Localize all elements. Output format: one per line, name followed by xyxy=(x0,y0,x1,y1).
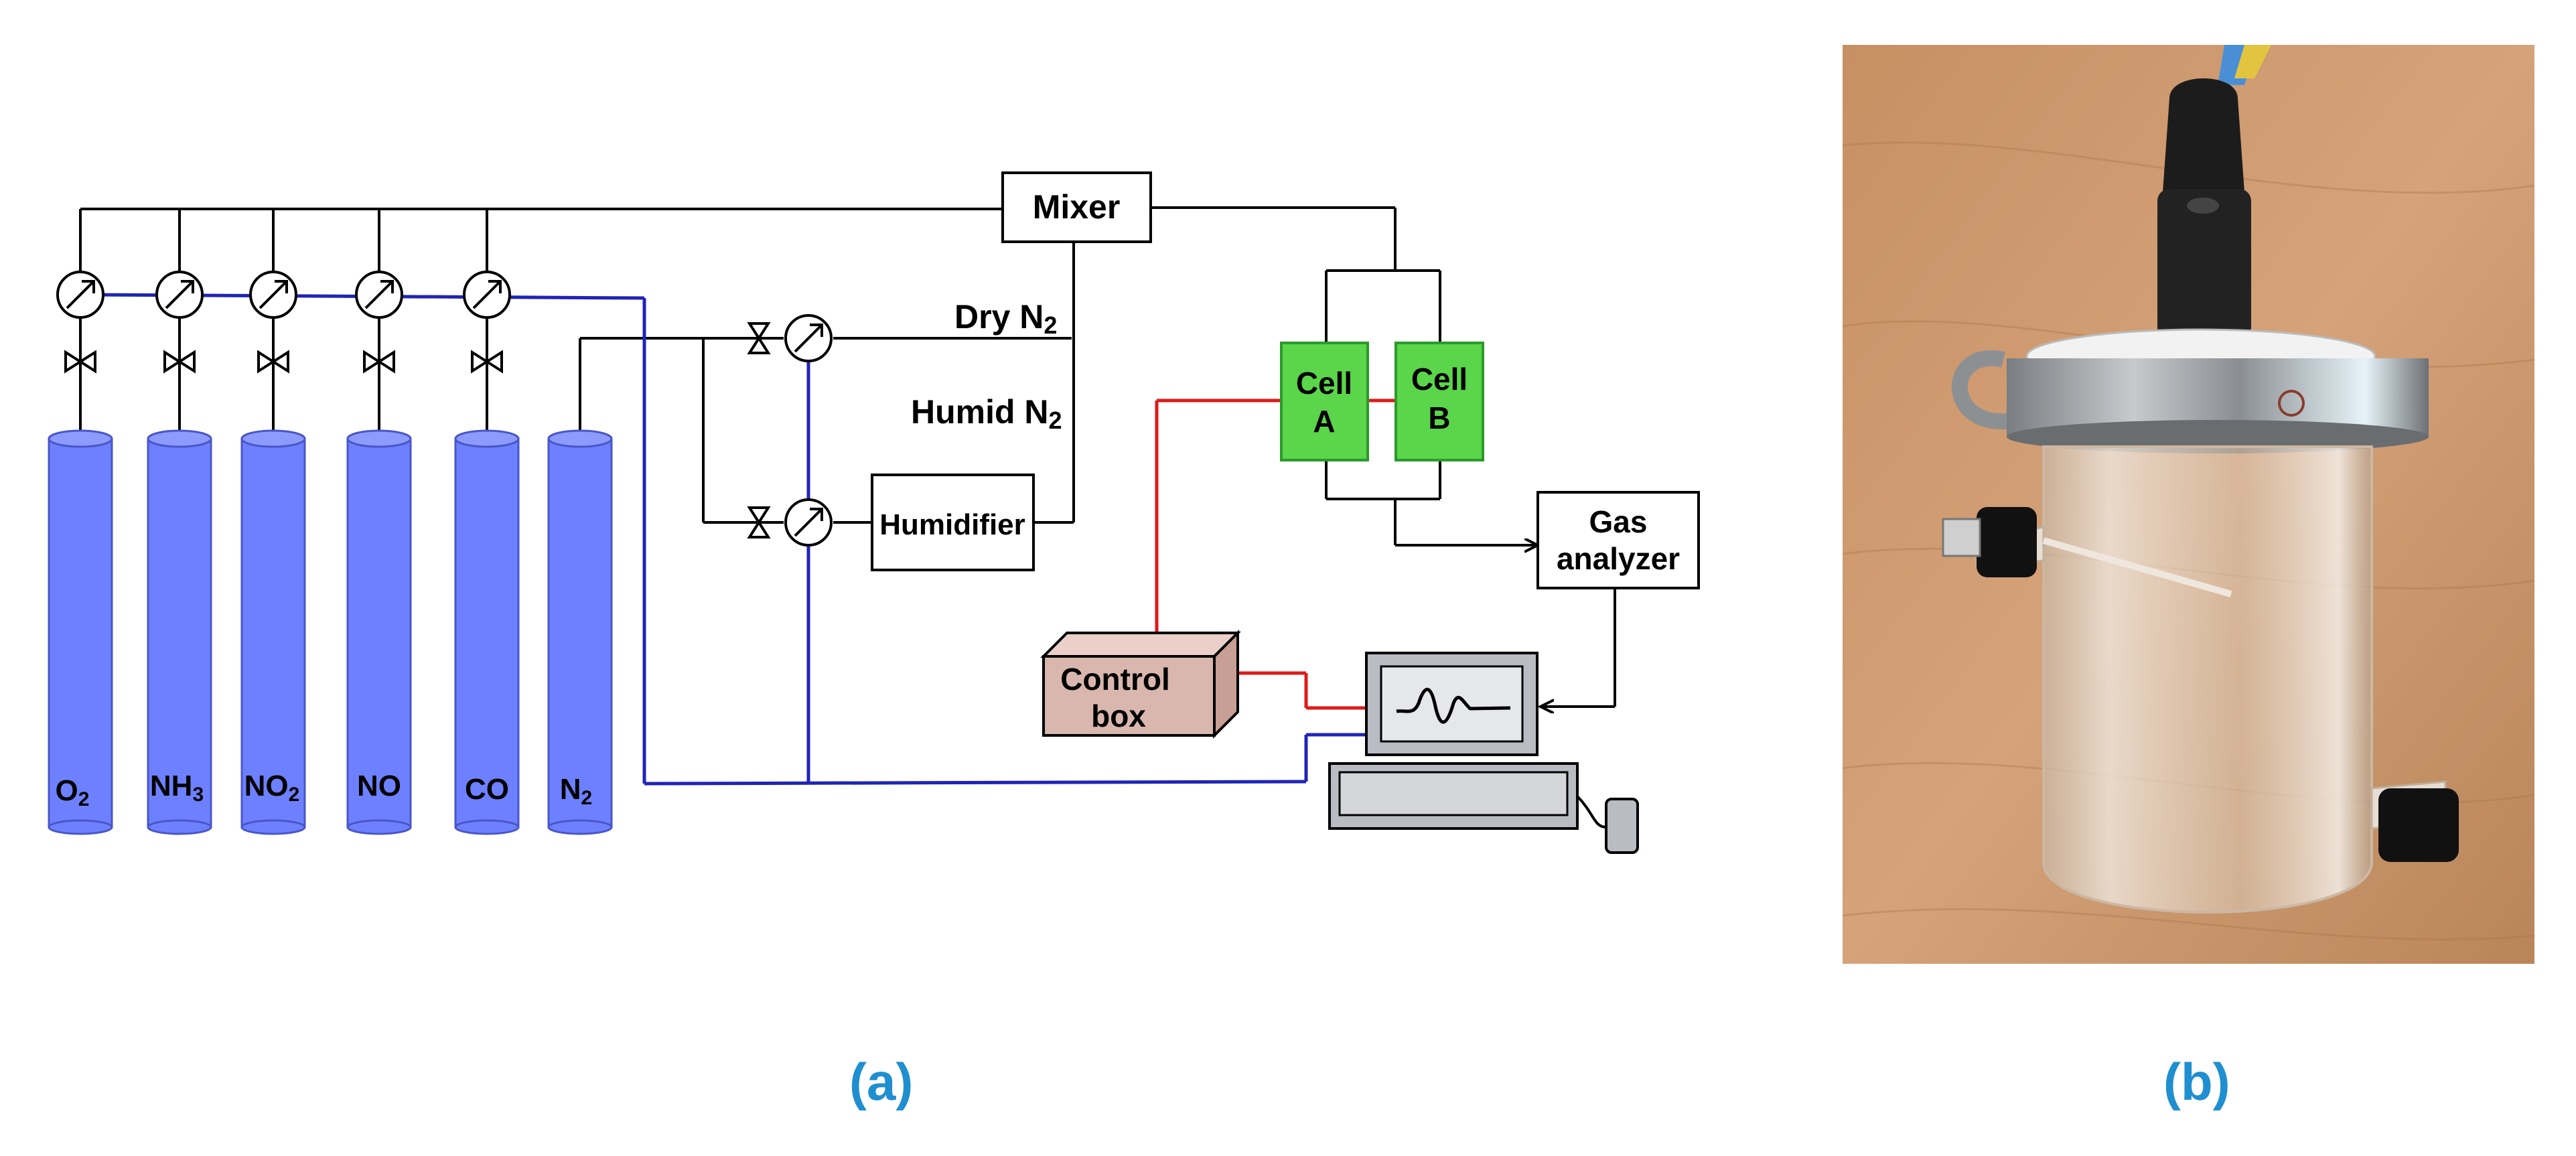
humid-n2-label: Humid N2 xyxy=(911,393,1062,434)
flow-meter-icon xyxy=(249,271,297,319)
svg-text:Cell: Cell xyxy=(1411,362,1468,396)
mouse-icon xyxy=(1605,798,1639,854)
svg-text:NO: NO xyxy=(357,770,401,802)
cylinder-co: CO xyxy=(454,429,520,835)
gas-analyzer-box: Gas analyzer xyxy=(1536,491,1700,589)
dry-n2-label: Dry N2 xyxy=(954,298,1057,339)
svg-text:box: box xyxy=(1091,699,1146,733)
cylinder-label: NO xyxy=(357,770,401,802)
flow-meter-icon xyxy=(463,271,511,319)
cylinder-nh3: NH3 xyxy=(147,429,212,835)
svg-text:B: B xyxy=(1428,401,1450,435)
cylinder-label: CO xyxy=(465,773,509,806)
cylinder-label: NO xyxy=(244,770,289,802)
sensor-cell-photo xyxy=(1842,45,2535,964)
cylinder-no: NO xyxy=(346,429,412,835)
svg-text:NH3: NH3 xyxy=(150,770,204,806)
panel-label-b: (b) xyxy=(2163,1052,2230,1111)
mixer-label: Mixer xyxy=(1033,188,1121,226)
svg-text:Gas: Gas xyxy=(1589,504,1648,539)
flow-meter-icon xyxy=(784,498,833,547)
humidifier-box: Humidifier xyxy=(871,474,1035,571)
black-lines xyxy=(79,206,1616,828)
svg-text:A: A xyxy=(1313,404,1335,439)
cylinder-label: O xyxy=(56,774,78,807)
gas-cylinders: O2 NH3 NO2 NO CO xyxy=(48,429,613,835)
svg-text:Control: Control xyxy=(1060,662,1170,697)
svg-text:N2: N2 xyxy=(560,773,592,809)
svg-text:O2: O2 xyxy=(56,774,90,810)
flow-meter-icon xyxy=(56,271,104,319)
cylinder-o2: O2 xyxy=(48,429,113,835)
flow-meter-icon xyxy=(155,271,204,319)
cell-b: Cell B xyxy=(1394,342,1484,461)
keyboard-icon xyxy=(1328,762,1579,830)
svg-text:CO: CO xyxy=(465,773,509,806)
cylinder-label: N xyxy=(560,773,581,806)
computer-monitor-icon xyxy=(1365,652,1539,756)
panel-label-a: (a) xyxy=(849,1052,914,1111)
cylinder-n2: N2 xyxy=(547,429,613,835)
cylinder-label: NH xyxy=(150,770,193,802)
mixer-box: Mixer xyxy=(1001,171,1152,243)
svg-text:analyzer: analyzer xyxy=(1557,541,1680,576)
flow-meter-icon xyxy=(784,314,833,362)
svg-text:Cell: Cell xyxy=(1296,366,1352,401)
control-box: Control box xyxy=(1040,630,1241,739)
red-signal-lines xyxy=(1155,399,1395,710)
svg-text:NO2: NO2 xyxy=(244,770,300,806)
flow-meter-icon xyxy=(355,271,403,319)
cell-a: Cell A xyxy=(1280,342,1369,461)
humidifier-label: Humidifier xyxy=(879,508,1025,541)
cylinder-no2: NO2 xyxy=(240,429,306,835)
